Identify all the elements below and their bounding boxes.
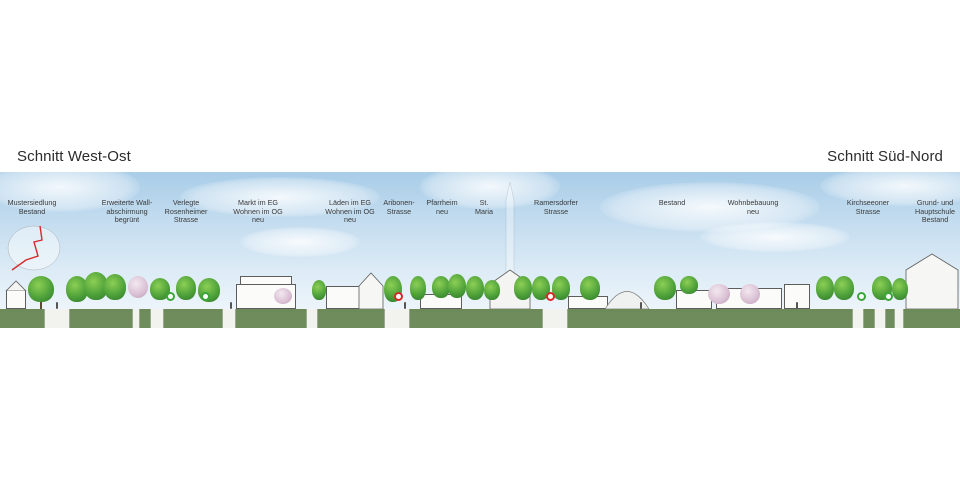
street-cut bbox=[44, 309, 70, 328]
tree bbox=[312, 280, 326, 300]
no-entry-sign-icon bbox=[546, 292, 555, 301]
tree bbox=[410, 276, 426, 300]
bicycle-sign-icon bbox=[884, 292, 893, 301]
title-west-ost: Schnitt West-Ost bbox=[17, 148, 131, 165]
tree bbox=[28, 276, 54, 302]
ground-section bbox=[0, 312, 960, 328]
tree bbox=[466, 276, 484, 300]
tree bbox=[448, 274, 466, 298]
street-cut bbox=[384, 309, 410, 328]
street-cut bbox=[222, 309, 236, 328]
blossom-tree bbox=[128, 276, 148, 298]
label-aribonen: Aribonen-Strasse bbox=[383, 198, 415, 216]
tree bbox=[514, 276, 532, 300]
tree bbox=[816, 276, 834, 300]
building-wohnbebauung-2 bbox=[784, 284, 810, 309]
street-cut bbox=[874, 309, 886, 328]
tree bbox=[654, 276, 676, 300]
street-cut bbox=[894, 309, 904, 328]
tree bbox=[552, 276, 570, 300]
tree bbox=[580, 276, 600, 300]
tree bbox=[532, 276, 550, 300]
blossom-tree bbox=[708, 284, 730, 304]
cloud bbox=[420, 172, 560, 209]
site-plan-sketch bbox=[7, 225, 61, 271]
street-cut bbox=[306, 309, 318, 328]
tree bbox=[66, 276, 88, 302]
bicycle-sign-icon bbox=[166, 292, 175, 301]
tree-trunk bbox=[40, 294, 42, 310]
street-cut bbox=[132, 309, 140, 328]
street-cut bbox=[852, 309, 864, 328]
roof bbox=[358, 272, 384, 310]
building-markt-upper bbox=[240, 276, 292, 285]
person-figure bbox=[56, 302, 58, 309]
tree bbox=[834, 276, 854, 300]
tree bbox=[176, 276, 196, 300]
tree bbox=[892, 278, 908, 300]
street-cut bbox=[150, 309, 164, 328]
person-figure bbox=[404, 302, 406, 309]
cloud bbox=[180, 177, 380, 217]
bicycle-sign-icon bbox=[857, 292, 866, 301]
cloud bbox=[700, 222, 850, 252]
blossom-tree bbox=[274, 288, 292, 304]
roof bbox=[5, 280, 27, 291]
building-mustersiedlung bbox=[6, 290, 26, 309]
tree bbox=[150, 278, 170, 300]
tree bbox=[680, 276, 698, 294]
label-st-maria: St.Maria bbox=[475, 198, 493, 216]
label-bestand: Bestand bbox=[658, 198, 686, 207]
tree bbox=[104, 274, 126, 300]
blossom-tree bbox=[740, 284, 760, 304]
roof-dome bbox=[604, 291, 650, 310]
title-sued-nord: Schnitt Süd-Nord bbox=[827, 148, 943, 165]
tree bbox=[432, 276, 450, 298]
bicycle-sign-icon bbox=[201, 292, 210, 301]
person-figure bbox=[640, 302, 642, 309]
person-figure bbox=[230, 302, 232, 309]
ground-line bbox=[0, 309, 960, 312]
school-building bbox=[905, 253, 959, 310]
cloud bbox=[240, 227, 360, 257]
street-cut bbox=[542, 309, 568, 328]
person-figure bbox=[796, 302, 798, 309]
tree bbox=[484, 280, 500, 300]
no-entry-sign-icon bbox=[394, 292, 403, 301]
